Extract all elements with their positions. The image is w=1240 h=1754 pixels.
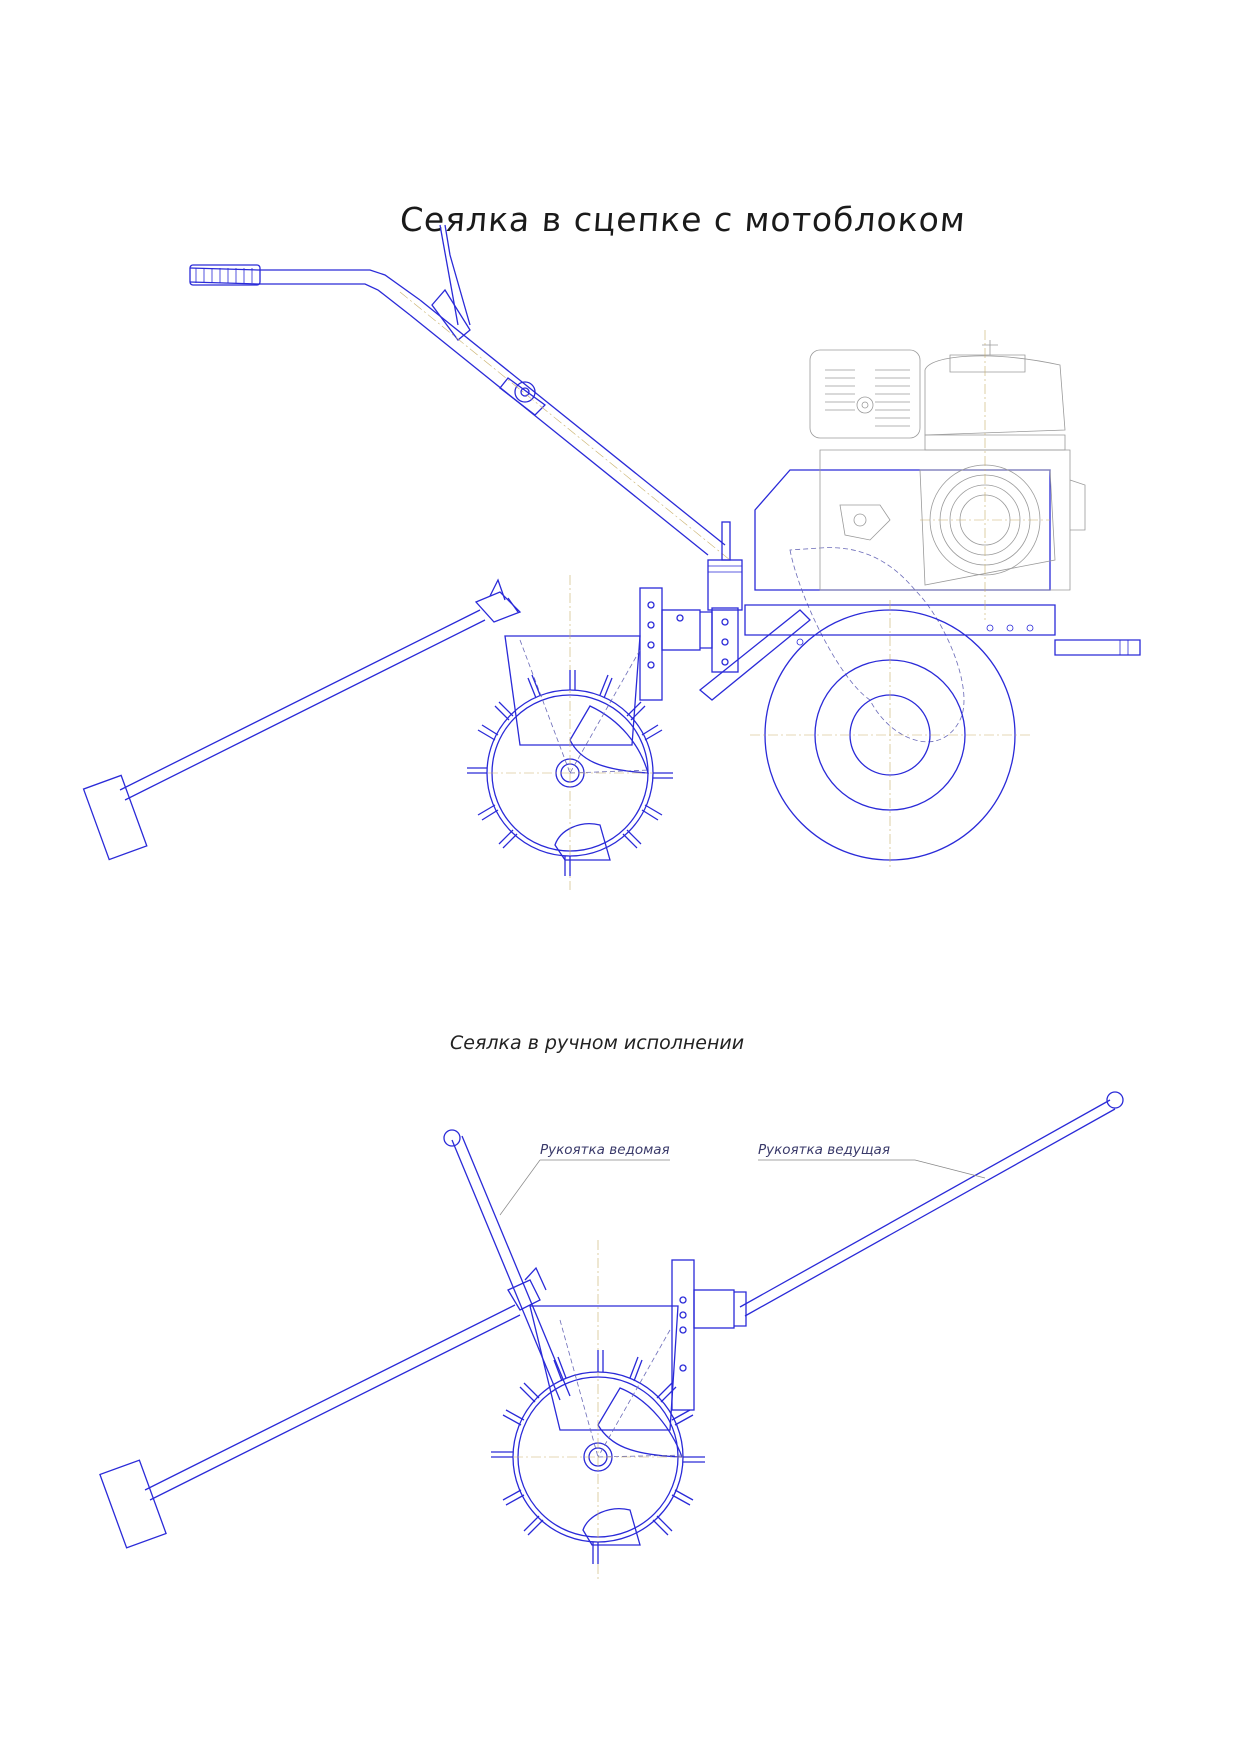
seeder-manual — [99, 1091, 1124, 1580]
driving-handle — [99, 1091, 1124, 1549]
tractor-handlebar — [189, 224, 731, 561]
manual-bracket — [671, 1259, 747, 1411]
manual-drawing-title: Сеялка в ручном исполнении — [450, 1032, 745, 1054]
tractor-column — [707, 521, 743, 611]
callout-leaders — [499, 1159, 986, 1216]
walk-behind-tractor — [189, 224, 1141, 870]
driven-handle-callout: Рукоятка ведомая — [540, 1142, 670, 1158]
driven-handle — [443, 1129, 571, 1401]
tractor-gearbox — [698, 469, 1141, 743]
tractor-wheel — [750, 600, 1030, 870]
driving-handle-callout: Рукоятка ведущая — [758, 1142, 890, 1158]
tractor-engine — [809, 330, 1086, 620]
tractor-hitch-bracket — [639, 587, 739, 701]
seeder-top — [82, 575, 673, 890]
